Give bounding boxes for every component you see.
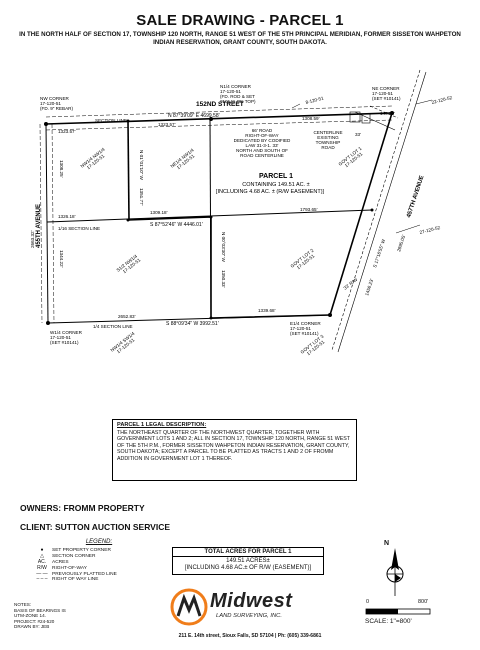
sixteenth-line-label: 1/16 SECTION LINE bbox=[58, 226, 100, 231]
scale-max: 800' bbox=[418, 599, 429, 605]
north-label: N bbox=[384, 540, 390, 547]
rw33-label: 33' bbox=[355, 132, 361, 137]
legend: LEGEND: ●SET PROPERTY CORNER △SECTION CO… bbox=[32, 539, 142, 583]
sixteenth-bearing: S 87°52'46" W 4446.01' bbox=[150, 222, 203, 228]
notes: NOTES: BASIS OF BEARINGS IS UTM-ZONE 14.… bbox=[14, 602, 66, 630]
dist-1323b: 1323.57' bbox=[158, 122, 176, 127]
east-bearing: S 17°16'55" W bbox=[372, 238, 386, 268]
ne-nw-label: NE1/4 NW1/417-120-51 bbox=[170, 147, 199, 172]
dist-2652: 2652.83' bbox=[118, 314, 136, 319]
acres-heading: TOTAL ACRES FOR PARCEL 1 bbox=[173, 549, 323, 557]
dist-1350: 1350.33' bbox=[221, 270, 226, 288]
sec8-label: 8-120-51 bbox=[305, 96, 324, 105]
north-section-line bbox=[45, 112, 393, 125]
acres-including: [INCLUDING 4.68 AC.± OF R/W (EASEMENT)] bbox=[184, 565, 312, 571]
section-corner-icon: △ bbox=[40, 552, 44, 559]
dist-1351: 1351.77' bbox=[139, 188, 144, 206]
row-line-icon: – – – bbox=[36, 576, 48, 583]
company-address: 211 E. 14th street, Sioux Falls, SD 5710… bbox=[178, 633, 322, 639]
govt-lot3-label: GOV'T LOT 317-120-51 bbox=[300, 333, 328, 358]
logo-mark-icon bbox=[170, 588, 208, 626]
street-north-label: 152ND STREET bbox=[196, 101, 244, 108]
acres-value: 149.51 ACRES± bbox=[226, 558, 270, 564]
west-bearing: N 01°01'10" W bbox=[139, 150, 144, 181]
east-boundary bbox=[329, 112, 393, 316]
govt-lot1-label: GOV'T LOT 117-120-51 bbox=[338, 145, 366, 170]
dist-1339: 1339.68' bbox=[258, 308, 276, 313]
rw33b-label: 33' R/W bbox=[343, 276, 359, 290]
dist-1309: 1309.18' bbox=[150, 210, 168, 215]
sec22-label: 22-120-52 bbox=[431, 95, 453, 105]
parcel-containing: CONTAINING 149.51 AC. ± bbox=[242, 182, 309, 188]
total-acres-box: TOTAL ACRES FOR PARCEL 1 149.51 ACRES± [… bbox=[172, 547, 324, 575]
dist-145: 145.89' bbox=[380, 111, 395, 116]
dist-2663: 2663.32' bbox=[30, 230, 35, 248]
logo-sub: LAND SURVEYING, INC. bbox=[216, 613, 282, 619]
dist-1323a: 1323.57' bbox=[58, 129, 76, 134]
north-arrow-icon bbox=[386, 548, 404, 596]
quarter-bearing: S 88°09'34" W 3992.51' bbox=[166, 321, 219, 327]
nw-nw-label: NW1/4 NW1/417-120-51 bbox=[80, 147, 110, 173]
s-nw-label: S1/2 NW1/417-120-51 bbox=[116, 253, 142, 277]
dist-1326: 1326.18' bbox=[58, 214, 76, 219]
parcel-including: [INCLUDING 4.68 AC. ± (R/W EASEMENT)] bbox=[216, 189, 325, 195]
street-east-label: 457TH AVENUE bbox=[406, 175, 425, 219]
legend-item: – – –RIGHT OF WAY LINE bbox=[32, 577, 142, 583]
nw-sw-label: NW1/4 SW1/417-120-51 bbox=[110, 331, 139, 357]
dist-1456: 1456.23' bbox=[364, 278, 374, 296]
dist-1344: 1344.22' bbox=[59, 250, 64, 268]
page-subtitle: IN THE NORTH HALF OF SECTION 17, TOWNSHI… bbox=[19, 31, 461, 46]
section-line-label: SECTION LINE bbox=[95, 118, 127, 123]
legal-body: THE NORTHEAST QUARTER OF THE NORTHWEST Q… bbox=[117, 429, 350, 462]
parcel-boundary bbox=[127, 216, 331, 319]
sixteenth-line bbox=[46, 209, 373, 223]
legend-item: △SECTION CORNER bbox=[32, 552, 142, 560]
legal-description-box: PARCEL 1 LEGAL DESCRIPTION: THE NORTHEAS… bbox=[112, 419, 357, 481]
north-bearing: N 87°39'09" E 4699.58' bbox=[168, 113, 220, 119]
township-road bbox=[354, 111, 396, 131]
legend-item: ●SET PROPERTY CORNER bbox=[32, 546, 142, 554]
street-west-label: 455TH AVENUE bbox=[36, 204, 42, 248]
scale-label: SCALE: 1"=800' bbox=[365, 618, 412, 625]
govt-lot2-label: GOV'T LOT 217-120-51 bbox=[290, 247, 318, 272]
legend-title: LEGEND: bbox=[85, 539, 113, 545]
dist-1308w: 1308.25' bbox=[59, 160, 64, 178]
legend-item: AC.ACRES bbox=[37, 558, 69, 565]
scale-bar bbox=[365, 608, 431, 615]
dist-1793: 1793.65' bbox=[300, 207, 318, 212]
company-logo: Midwest LAND SURVEYING, INC. bbox=[170, 588, 330, 626]
legal-heading: PARCEL 1 LEGAL DESCRIPTION: bbox=[117, 422, 207, 428]
owners-line: OWNERS: FROMM PROPERTY bbox=[20, 503, 145, 513]
quarter-line-label: 1/4 SECTION LINE bbox=[93, 324, 133, 329]
logo-name: Midwest bbox=[210, 590, 293, 612]
dist-1308: 1308.59' bbox=[302, 116, 320, 121]
parcel-label: PARCEL 1 bbox=[259, 173, 293, 180]
legend-item: — —PREVIOUSLY PLATTED LINE bbox=[32, 570, 142, 578]
client-line: CLIENT: SUTTON AUCTION SERVICE bbox=[20, 522, 171, 532]
platted-line-icon: — — bbox=[36, 570, 48, 577]
page-title: SALE DRAWING - PARCEL 1 bbox=[136, 12, 344, 29]
scale-zero: 0 bbox=[366, 599, 370, 605]
set-corner-icon: ● bbox=[40, 546, 44, 553]
mid-bearing: N 00°03'30" W bbox=[221, 232, 226, 263]
parcel-west-line bbox=[127, 120, 130, 221]
sec27-label: 27-120-52 bbox=[419, 225, 441, 235]
west-section-line bbox=[45, 123, 49, 324]
dist-2895: 2895.05' bbox=[396, 234, 406, 252]
